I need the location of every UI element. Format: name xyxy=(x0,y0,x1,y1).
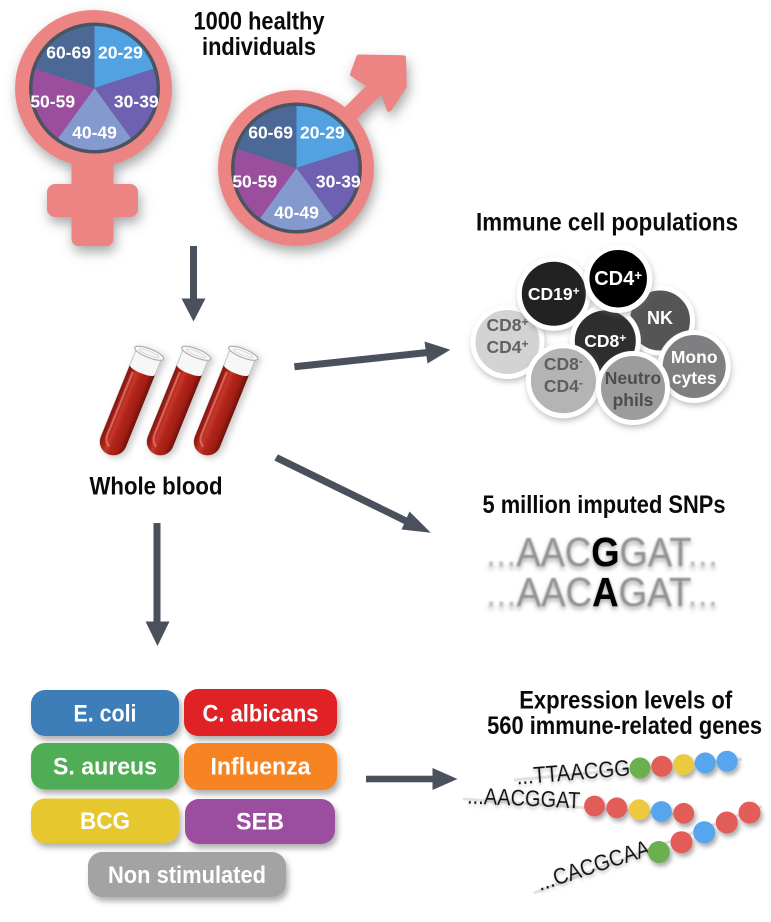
svg-text:5 million imputed SNPs: 5 million imputed SNPs xyxy=(483,491,726,519)
svg-text:Expression levels of: Expression levels of xyxy=(519,686,733,714)
svg-text:...AACGGAT...: ...AACGGAT... xyxy=(486,529,718,575)
svg-text:individuals: individuals xyxy=(202,33,316,61)
svg-text:BCG: BCG xyxy=(80,808,130,835)
svg-text:1000 healthy: 1000 healthy xyxy=(194,8,325,36)
svg-text:CD4-: CD4- xyxy=(544,376,583,396)
svg-text:E. coli: E. coli xyxy=(74,701,137,728)
svg-text:CD19+: CD19+ xyxy=(528,284,580,304)
svg-text:Immune cell populations: Immune cell populations xyxy=(476,209,738,237)
svg-text:CD8-: CD8- xyxy=(544,354,583,374)
svg-text:CD4+: CD4+ xyxy=(594,268,642,290)
svg-text:NK: NK xyxy=(647,308,673,328)
svg-text:cytes: cytes xyxy=(672,368,717,388)
svg-text:Non stimulated: Non stimulated xyxy=(108,862,266,889)
svg-text:CD4+: CD4+ xyxy=(486,337,528,357)
svg-text:Mono: Mono xyxy=(671,347,718,367)
svg-text:phils: phils xyxy=(613,390,654,410)
svg-text:...AACGGAT...: ...AACGGAT... xyxy=(486,529,718,575)
svg-text:Whole blood: Whole blood xyxy=(90,473,223,501)
svg-text:...AACAGAT...: ...AACAGAT... xyxy=(486,569,718,615)
svg-text:C. albicans: C. albicans xyxy=(203,701,319,728)
svg-text:...TTAACGG: ...TTAACGG xyxy=(515,755,631,790)
svg-text:Neutro: Neutro xyxy=(605,368,661,388)
svg-text:...AACGGAT: ...AACGGAT xyxy=(467,783,581,814)
svg-text:SEB: SEB xyxy=(236,809,284,836)
svg-text:CD8+: CD8+ xyxy=(486,315,528,335)
svg-text:560 immune-related genes: 560 immune-related genes xyxy=(487,712,762,740)
svg-text:...AACAGAT...: ...AACAGAT... xyxy=(486,569,718,615)
svg-text:S. aureus: S. aureus xyxy=(53,754,157,781)
svg-text:Influenza: Influenza xyxy=(211,754,312,781)
svg-text:CD8+: CD8+ xyxy=(584,331,626,351)
svg-text:...CACGCAA: ...CACGCAA xyxy=(534,835,654,896)
